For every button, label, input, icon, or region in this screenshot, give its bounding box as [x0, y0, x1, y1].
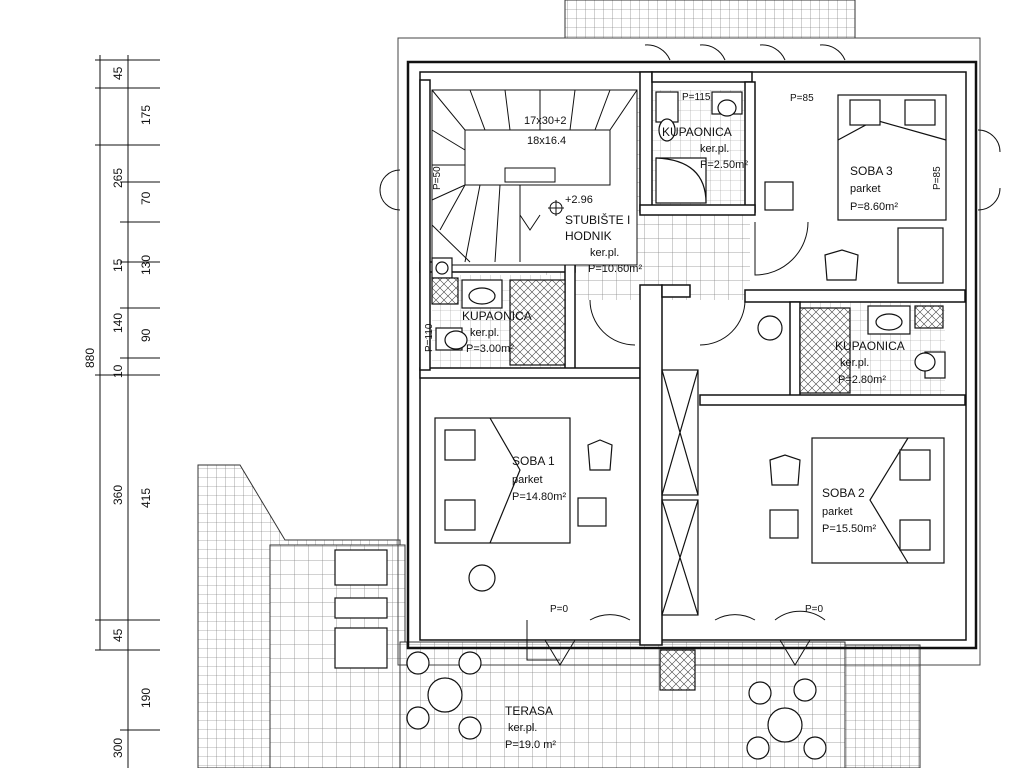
- room-name-bath-right: KUPAONICA: [835, 339, 905, 353]
- label-bath-top: P=115 KUPAONICA ker.pl. P=2.50m²: [662, 92, 748, 171]
- label-bath-left: KUPAONICA ker.pl. P=3.00m² P=110: [424, 309, 532, 355]
- dim-190: 190: [139, 688, 153, 708]
- floor-bath-right: ker.pl.: [840, 357, 869, 369]
- dim-90: 90: [139, 328, 153, 342]
- p-note-bath-top: P=115: [682, 92, 711, 103]
- interior-walls: [419, 71, 966, 646]
- room-name-stairs-1: STUBIŠTE I: [565, 212, 630, 227]
- area-bath-top: P=2.50m²: [700, 159, 748, 171]
- dimension-chain: [95, 55, 160, 768]
- bed-room2: [811, 437, 945, 564]
- dim-415: 415: [139, 488, 153, 508]
- p-note-room1: P=0: [550, 604, 569, 615]
- roof-top: [564, 0, 856, 39]
- doors: [526, 221, 826, 666]
- area-stairs: P=10.60m²: [588, 263, 642, 275]
- p-note-room3-side: P=85: [932, 166, 943, 190]
- floor-room3: parket: [850, 183, 881, 195]
- dim-45-top: 45: [111, 66, 125, 80]
- level-mark: +2.96: [565, 194, 593, 206]
- area-room1: P=14.80m²: [512, 491, 566, 503]
- label-room2: SOBA 2 parket P=15.50m² P=0: [805, 486, 876, 615]
- dim-140: 140: [111, 313, 125, 333]
- steps-lower: 18x16.4: [527, 135, 566, 147]
- area-bath-right: P=2.80m²: [838, 374, 886, 386]
- floor-stairs: ker.pl.: [590, 247, 619, 259]
- p-note-bath-left: P=110: [424, 323, 435, 352]
- steps-upper: 17x30+2: [524, 115, 567, 127]
- roof-right: [839, 644, 921, 768]
- room-name-bath-left: KUPAONICA: [462, 309, 532, 323]
- dim-175: 175: [139, 105, 153, 125]
- label-terrace: TERASA ker.pl. P=19.0 m²: [505, 704, 556, 751]
- dim-130: 130: [139, 255, 153, 275]
- floor-bath-left: ker.pl.: [470, 327, 499, 339]
- windows: [379, 44, 1001, 211]
- dim-45-bottom: 45: [111, 628, 125, 642]
- area-room2: P=15.50m²: [822, 523, 876, 535]
- wardrobe: [661, 369, 699, 616]
- floor-room1: parket: [512, 474, 543, 486]
- bed-room1: [434, 417, 571, 544]
- label-stairs: 17x30+2 18x16.4 +2.96 STUBIŠTE I HODNIK …: [432, 115, 642, 275]
- floor-terrace: ker.pl.: [508, 722, 537, 734]
- room-name-terrace: TERASA: [505, 704, 553, 718]
- floor-bath-top: ker.pl.: [700, 143, 729, 155]
- dimension-labels: 45 175 265 70 15 130 140 90 10 880 360 4…: [83, 66, 153, 758]
- label-room3: P=85 SOBA 3 parket P=8.60m² P=85: [790, 93, 943, 213]
- staircase: [431, 89, 638, 266]
- label-bath-right: KUPAONICA ker.pl. P=2.80m²: [835, 339, 905, 386]
- dim-70: 70: [139, 191, 153, 205]
- dim-300: 300: [111, 738, 125, 758]
- dim-15: 15: [111, 258, 125, 272]
- area-room3: P=8.60m²: [850, 201, 898, 213]
- label-room1: SOBA 1 parket P=14.80m² P=0: [512, 454, 569, 615]
- area-bath-left: P=3.00m²: [466, 343, 514, 355]
- room-name-room2: SOBA 2: [822, 486, 865, 500]
- area-terrace: P=19.0 m²: [505, 739, 556, 751]
- p-note-room2: P=0: [805, 604, 824, 615]
- dim-880: 880: [83, 348, 97, 368]
- dim-360: 360: [111, 485, 125, 505]
- bathroom-fixtures: [431, 91, 946, 394]
- room-name-room1: SOBA 1: [512, 454, 555, 468]
- terrace-furniture: [334, 549, 827, 760]
- dim-10: 10: [111, 364, 125, 378]
- floor-room2: parket: [822, 506, 853, 518]
- room-name-room3: SOBA 3: [850, 164, 893, 178]
- room-name-stairs-2: HODNIK: [565, 229, 612, 243]
- dim-265: 265: [111, 168, 125, 188]
- p-note-room3-top: P=85: [790, 93, 814, 104]
- p-note-stairs: P=50: [432, 166, 443, 190]
- furniture: [468, 181, 944, 592]
- room-name-bath-top: KUPAONICA: [662, 125, 732, 139]
- bed-room3: [837, 94, 947, 221]
